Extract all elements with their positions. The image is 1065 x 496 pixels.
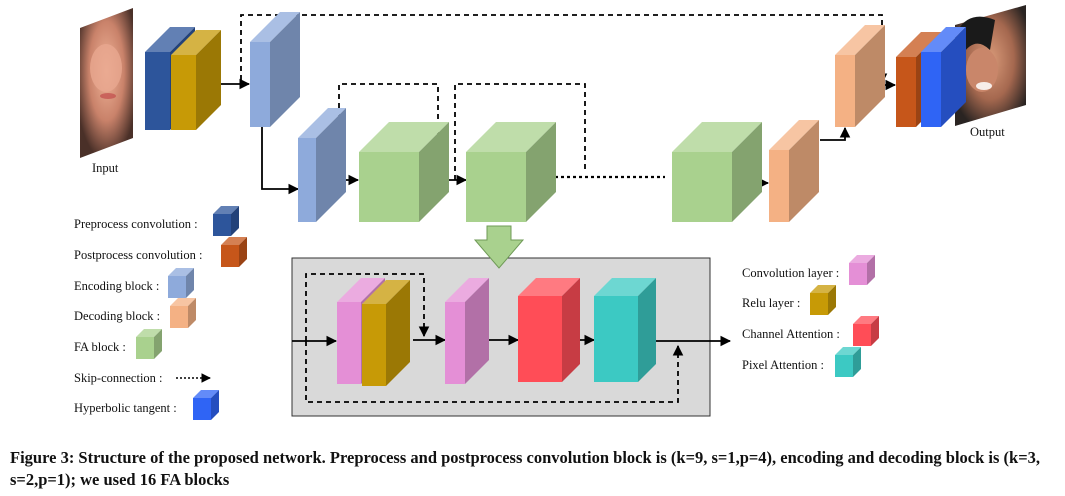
- legend-label: Relu layer :: [742, 296, 800, 310]
- legend-item: Relu layer :: [742, 285, 836, 315]
- relu-cube-icon: [810, 285, 836, 315]
- output-label: Output: [970, 125, 1005, 139]
- figure-caption: Figure 3: Structure of the proposed netw…: [10, 448, 1040, 489]
- channel-attention-cube: [518, 278, 580, 382]
- decoding-cube-icon: [170, 298, 196, 328]
- tanh-cube-icon: [193, 390, 219, 420]
- legend-left: Preprocess convolution : Postprocess conv…: [74, 206, 247, 420]
- legend-label: Convolution layer :: [742, 266, 839, 280]
- legend-item: Pixel Attention :: [742, 347, 861, 377]
- legend-label: Decoding block :: [74, 309, 160, 323]
- fa-relu-cube: [362, 280, 410, 386]
- tanh-cube: [921, 27, 966, 127]
- conv-layer-cube-icon: [849, 255, 875, 285]
- legend-item: Decoding block :: [74, 298, 196, 328]
- legend-item: Hyperbolic tangent :: [74, 390, 219, 420]
- decoding-cube-2: [835, 25, 885, 127]
- legend-label: Pixel Attention :: [742, 358, 824, 372]
- legend-item: Encoding block :: [74, 268, 194, 298]
- legend-item: Postprocess convolution :: [74, 237, 247, 267]
- preprocess-cube-icon: [213, 206, 239, 236]
- fa-block-cube-2: [466, 122, 556, 222]
- fa-block-cube-icon: [136, 329, 162, 359]
- pixel-attention-cube-icon: [835, 347, 861, 377]
- legend-label: Encoding block :: [74, 279, 159, 293]
- legend-item: Skip-connection :: [74, 371, 211, 385]
- input-image: [80, 8, 133, 158]
- pixel-attention-cube: [594, 278, 656, 382]
- input-label: Input: [92, 161, 119, 175]
- channel-attention-cube-icon: [853, 316, 879, 346]
- legend-item: Convolution layer :: [742, 255, 875, 285]
- encoding-cube-2: [298, 108, 346, 222]
- encoding-cube-icon: [168, 268, 194, 298]
- decoding-cube-1: [769, 120, 819, 222]
- legend-item: FA block :: [74, 329, 162, 359]
- legend-label: Hyperbolic tangent :: [74, 401, 177, 415]
- legend-label: Postprocess convolution :: [74, 248, 202, 262]
- legend-label: Skip-connection :: [74, 371, 163, 385]
- preprocess-relu-cube: [171, 30, 221, 130]
- postprocess-cube-icon: [221, 237, 247, 267]
- output-image: [955, 5, 1026, 126]
- legend-label: Channel Attention :: [742, 327, 840, 341]
- legend-label: FA block :: [74, 340, 126, 354]
- expand-down-arrow: [473, 225, 525, 269]
- fa-block-cube-1: [359, 122, 449, 222]
- legend-item: Preprocess convolution :: [74, 206, 239, 236]
- encoding-cube-1: [250, 12, 300, 127]
- legend-label: Preprocess convolution :: [74, 217, 198, 231]
- legend-right: Convolution layer : Relu layer : Channel A…: [742, 255, 879, 377]
- fa-block-cube-n: [672, 122, 762, 222]
- legend-item: Channel Attention :: [742, 316, 879, 346]
- fa-conv-cube-2: [445, 278, 489, 384]
